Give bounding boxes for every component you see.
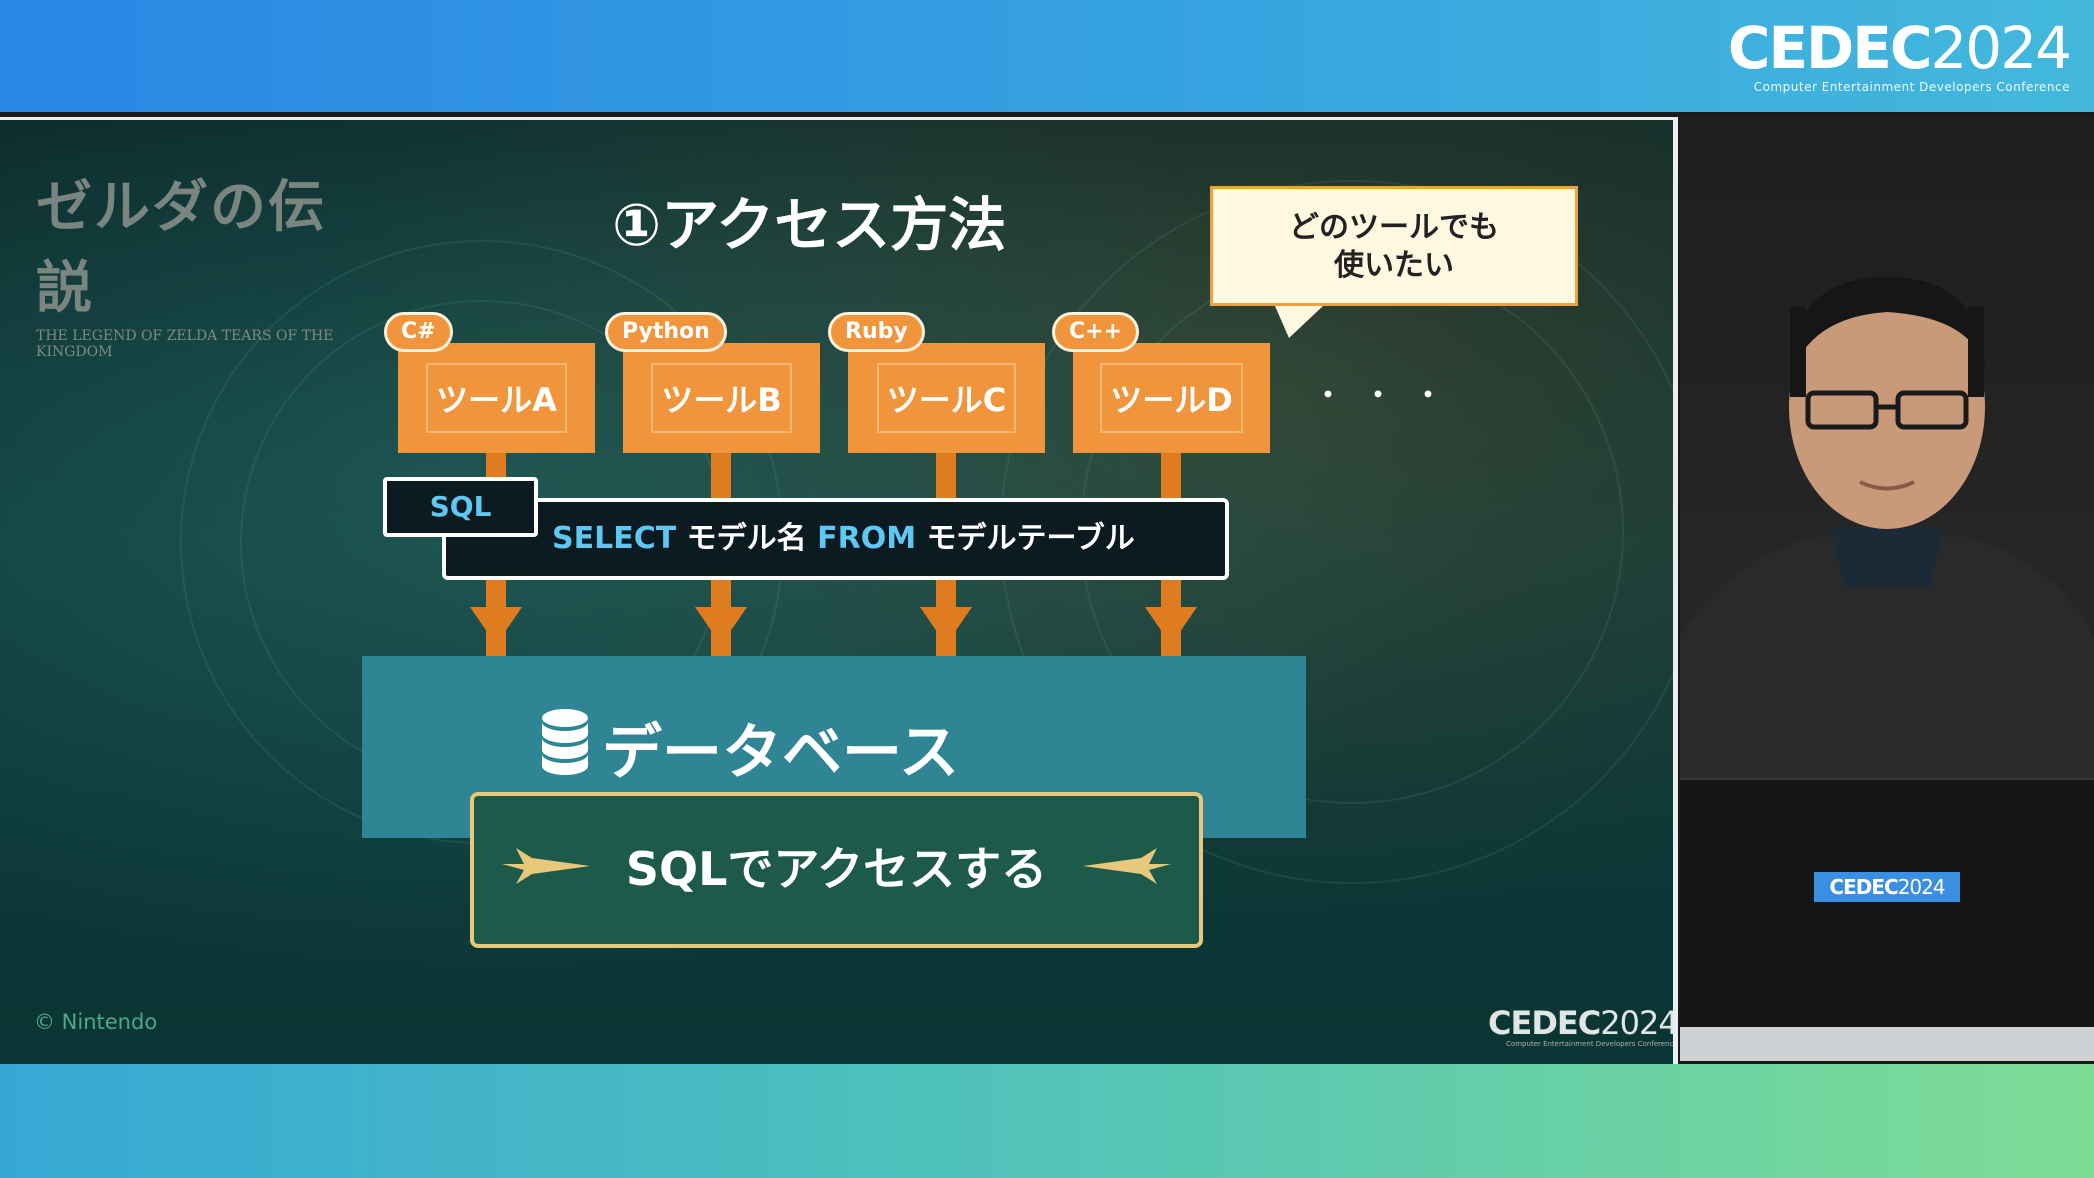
bottom-broadcast-band — [0, 1064, 2094, 1178]
more-tools-ellipsis: ・・・ — [1312, 376, 1463, 414]
speech-bubble-tail — [1275, 306, 1323, 338]
desk-edge — [1680, 1027, 2094, 1061]
speaker-figure — [1680, 277, 2094, 817]
speech-bubble: どのツールでも 使いたい — [1210, 186, 1578, 306]
sql-query-box: SELECT モデル名 FROM モデルテーブル — [442, 498, 1229, 580]
down-arrow-icon — [1145, 607, 1197, 645]
presentation-slide: ゼルダの伝説 THE LEGEND OF ZELDA TEARS OF THE … — [0, 117, 1678, 1064]
slide-title: ①アクセス方法 — [612, 191, 1007, 259]
speaker-camera-feed: CEDEC2024 — [1680, 117, 2094, 1061]
down-arrow-icon — [920, 607, 972, 645]
tool-d-box: ツールD — [1073, 343, 1270, 453]
lang-tag-ruby: Ruby — [828, 312, 925, 352]
copyright-notice: © Nintendo — [34, 1010, 158, 1034]
down-arrow-icon — [695, 607, 747, 645]
lang-tag-csharp: C# — [384, 312, 453, 352]
top-broadcast-band — [0, 0, 2094, 112]
laptop: CEDEC2024 — [1680, 777, 2094, 1030]
sql-access-banner: SQLでアクセスする — [470, 792, 1203, 948]
game-logo: ゼルダの伝説 THE LEGEND OF ZELDA TEARS OF THE … — [36, 174, 334, 360]
decorative-right-arrow-icon — [1083, 848, 1171, 884]
database-label: データベース — [602, 718, 959, 788]
laptop-cedec-sticker: CEDEC2024 — [1814, 872, 1960, 902]
sql-tag: SQL — [383, 477, 538, 537]
lang-tag-cpp: C++ — [1052, 312, 1140, 352]
slide-corner-logo: CEDEC2024 Computer Entertainment Develop… — [1488, 1004, 1678, 1048]
database-icon — [542, 709, 588, 775]
tool-c-box: ツールC — [848, 343, 1045, 453]
lang-tag-python: Python — [605, 312, 727, 352]
decorative-left-arrow-icon — [502, 848, 590, 884]
down-arrow-icon — [470, 607, 522, 645]
cedec-frame-logo: CEDEC2024 Computer Entertainment Develop… — [1727, 14, 2072, 94]
tool-a-box: ツールA — [398, 343, 595, 453]
tool-b-box: ツールB — [623, 343, 820, 453]
